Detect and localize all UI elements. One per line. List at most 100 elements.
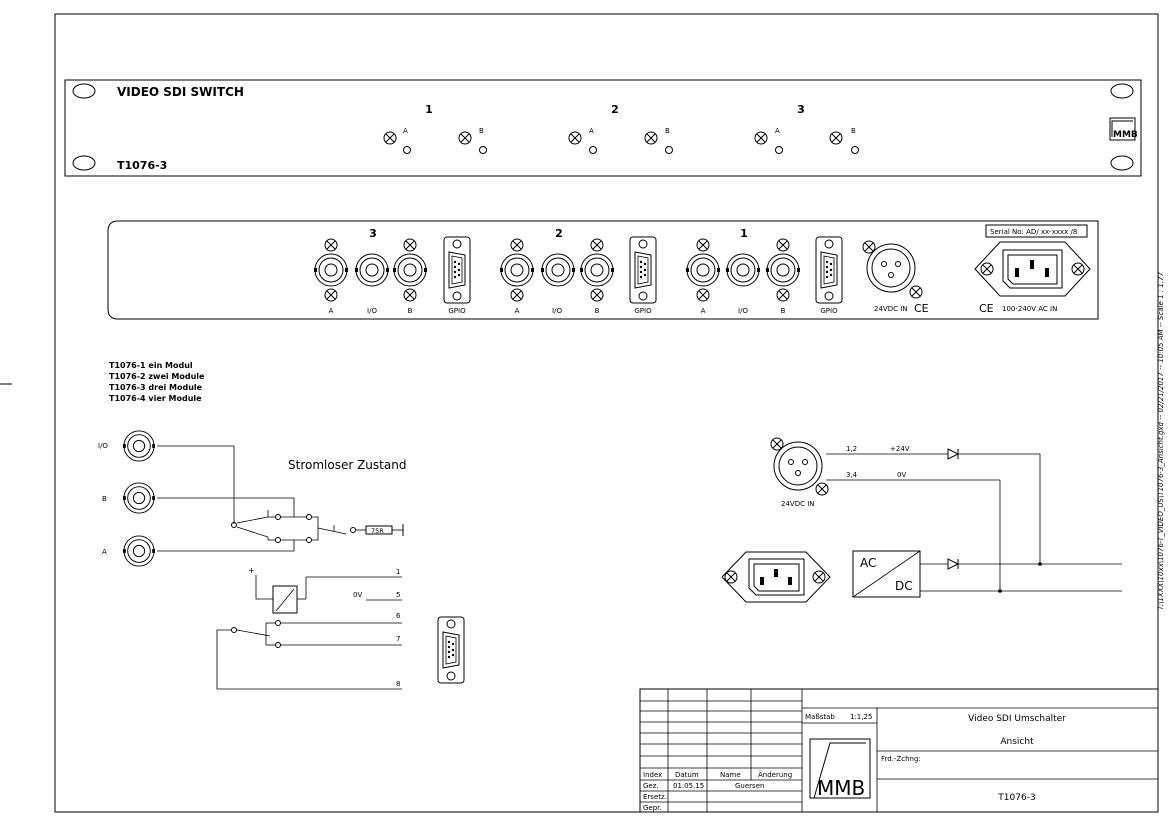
svg-text:MMB: MMB	[1113, 130, 1138, 140]
variant-item: T1076-3 drei Module	[109, 383, 203, 392]
variant-item: T1076-1 ein Modul	[109, 361, 193, 370]
mount-hole	[72, 83, 96, 99]
led-icon	[479, 146, 487, 154]
screw-icon	[510, 288, 524, 302]
connector-label: GPIO	[448, 307, 466, 315]
bnc-connector-icon	[725, 253, 761, 287]
dsub-connector-icon	[629, 236, 657, 304]
led-icon	[851, 146, 859, 154]
screw-icon	[776, 288, 790, 302]
screw-icon	[590, 238, 604, 252]
lamp-label-b: B	[479, 127, 484, 135]
serial-label: Serial No: AD/ xx-xxxx /8	[990, 228, 1077, 236]
drawn-name: Guersen	[735, 782, 764, 790]
xlr-symbol	[773, 441, 823, 491]
screw-icon	[724, 570, 738, 584]
lamp-label-a: A	[403, 127, 408, 135]
lamp-label-b: B	[851, 127, 856, 135]
drawn-date: 01.05.15	[673, 782, 704, 790]
screw-icon	[403, 288, 417, 302]
dsub-connector-icon	[443, 236, 471, 304]
header-index: Index	[643, 771, 662, 779]
scale-value: 1:1,25	[850, 713, 872, 721]
ce-mark: CE	[914, 302, 929, 315]
ac-input-label: 100-240V AC IN	[1002, 305, 1057, 313]
ce-mark: CE	[979, 302, 994, 315]
resistor-label: 75R	[371, 527, 384, 535]
plus-label: +	[248, 566, 255, 575]
led-icon	[589, 146, 597, 154]
header-change: Änderung	[758, 770, 792, 779]
screw-icon	[815, 482, 829, 496]
ac-inlet-symbol	[721, 551, 831, 603]
row-checked: Gepr.	[643, 804, 662, 812]
lamp-icon	[829, 131, 843, 145]
pin-label: 7	[396, 635, 400, 643]
lamp-icon	[458, 131, 472, 145]
scale-label: Maßstab	[805, 713, 835, 721]
front-channel-3: 3 A B	[754, 103, 859, 154]
bnc-label: A	[102, 548, 107, 556]
screw-icon	[1071, 262, 1085, 276]
ov-label: 0V	[353, 591, 362, 599]
diode-symbol	[947, 558, 960, 570]
drawing-number: T1076-3	[997, 793, 1035, 803]
screw-icon	[980, 262, 994, 276]
serial-plate	[985, 224, 1088, 238]
mount-hole	[1110, 83, 1134, 99]
drawing-subtitle: Ansicht	[1000, 737, 1034, 747]
connector-label: GPIO	[634, 307, 652, 315]
lamp-label-a: A	[775, 127, 780, 135]
bnc-connector-icon	[540, 253, 576, 287]
mmb-logo-small: MMB	[1109, 117, 1138, 141]
front-title: VIDEO SDI SWITCH	[117, 85, 244, 99]
rear-panel: 3 A I/O B GPIO 2 A I/O B	[107, 220, 1099, 320]
bnc-connector-icon	[765, 253, 801, 287]
connector-label: A	[701, 307, 706, 315]
pin-label: 6	[396, 612, 401, 620]
bnc-connector-icon	[685, 253, 721, 287]
screw-icon	[776, 238, 790, 252]
mount-hole	[1110, 155, 1134, 171]
screw-icon	[590, 288, 604, 302]
variant-list: T1076-1 ein Modul T1076-2 zwei Module T1…	[109, 361, 205, 403]
lamp-icon	[383, 131, 397, 145]
frd-label: Frd.-Zchng:	[881, 755, 921, 763]
state-label: Stromloser Zustand	[288, 458, 406, 472]
bnc-connector-icon	[313, 253, 349, 287]
screw-icon	[812, 570, 826, 584]
bnc-connector-icon	[392, 253, 428, 287]
dc-input-label: 24VDC IN	[781, 500, 815, 508]
lamp-icon	[568, 131, 582, 145]
pin-label: 1,2	[846, 445, 857, 453]
led-icon	[775, 146, 783, 154]
front-model: T1076-3	[117, 159, 167, 172]
ac-label: AC	[860, 556, 876, 570]
channel-number: 2	[611, 103, 619, 116]
svg-text:MMB: MMB	[817, 776, 865, 800]
row-drawn: Gez.	[643, 782, 659, 790]
pin-label: 3,4	[846, 471, 858, 479]
connector-label: B	[595, 307, 600, 315]
connector-label: A	[329, 307, 334, 315]
lamp-icon	[644, 131, 658, 145]
lamp-icon	[754, 131, 768, 145]
dc-xlr-connector: 24VDC IN CE	[862, 240, 929, 315]
module-number: 2	[555, 227, 563, 240]
bnc-connector-icon	[499, 253, 535, 287]
dc-input-label: 24VDC IN	[874, 305, 908, 313]
bnc-connector-icon	[354, 253, 390, 287]
dc-label: DC	[895, 579, 913, 593]
screw-icon	[510, 238, 524, 252]
connector-label: GPIO	[820, 307, 838, 315]
lamp-label-a: A	[589, 127, 594, 135]
rear-module-3: 3 A I/O B GPIO	[313, 227, 471, 315]
voltage-label: 0V	[897, 471, 906, 479]
front-panel: VIDEO SDI SWITCH T1076-3 1 A B 2 A B 3 A	[64, 79, 1142, 177]
lamp-label-b: B	[665, 127, 670, 135]
connector-label: I/O	[367, 307, 377, 315]
screw-icon	[324, 238, 338, 252]
voltage-label: +24V	[890, 445, 910, 453]
bnc-connector-icon	[579, 253, 615, 287]
